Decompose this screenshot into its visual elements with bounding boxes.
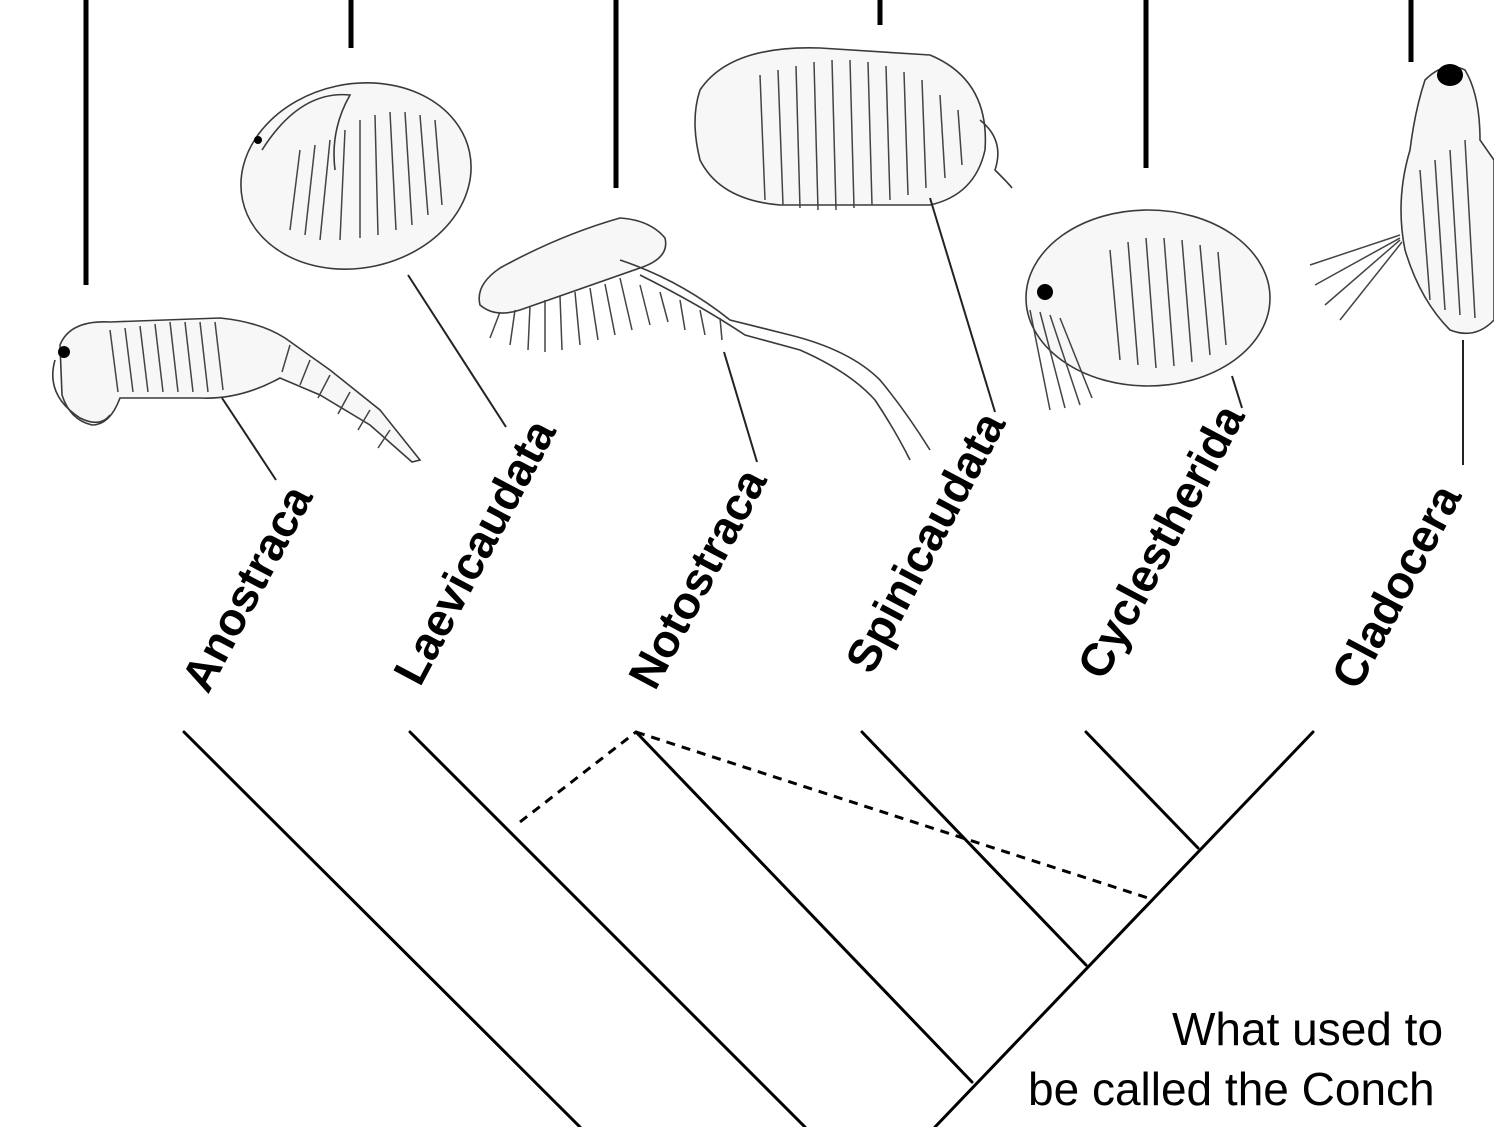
spinicaudata-illustration [695, 48, 1012, 210]
branch-notostraca [636, 732, 972, 1082]
caption-line-1: What used to [1172, 1003, 1443, 1055]
dashed-alternative-branches [520, 732, 1148, 898]
taxon-label-notostraca: Notostraca [618, 460, 777, 697]
taxon-label-cyclestherida: Cyclestherida [1067, 396, 1255, 687]
taxon-labels: Anostraca Laevicaudata Notostraca Spinic… [171, 396, 1472, 700]
taxon-label-anostraca: Anostraca [171, 476, 323, 699]
notostraca-illustration [479, 218, 930, 460]
anostraca-illustration [53, 318, 420, 462]
branch-laevicaudata [410, 732, 805, 1127]
dashed-branch-right [636, 732, 1148, 898]
dashed-branch-left [520, 732, 636, 822]
pointer-anostraca [222, 398, 276, 480]
pointer-spinicaudata [930, 198, 995, 412]
branch-cyclestherida [1086, 732, 1198, 848]
pointer-cyclestherida [1232, 376, 1242, 408]
laevicaudata-illustration [223, 62, 488, 290]
taxon-label-spinicaudata: Spinicaudata [835, 403, 1016, 681]
pointer-notostraca [724, 352, 757, 462]
caption: What used to be called the Conch [1028, 1003, 1443, 1115]
branch-spinicaudata [862, 732, 1086, 965]
cladocera-illustration [1310, 64, 1494, 333]
caption-line-2: be called the Conch [1028, 1063, 1435, 1115]
branch-anostraca [184, 732, 580, 1127]
taxon-label-cladocera: Cladocera [1321, 476, 1472, 697]
